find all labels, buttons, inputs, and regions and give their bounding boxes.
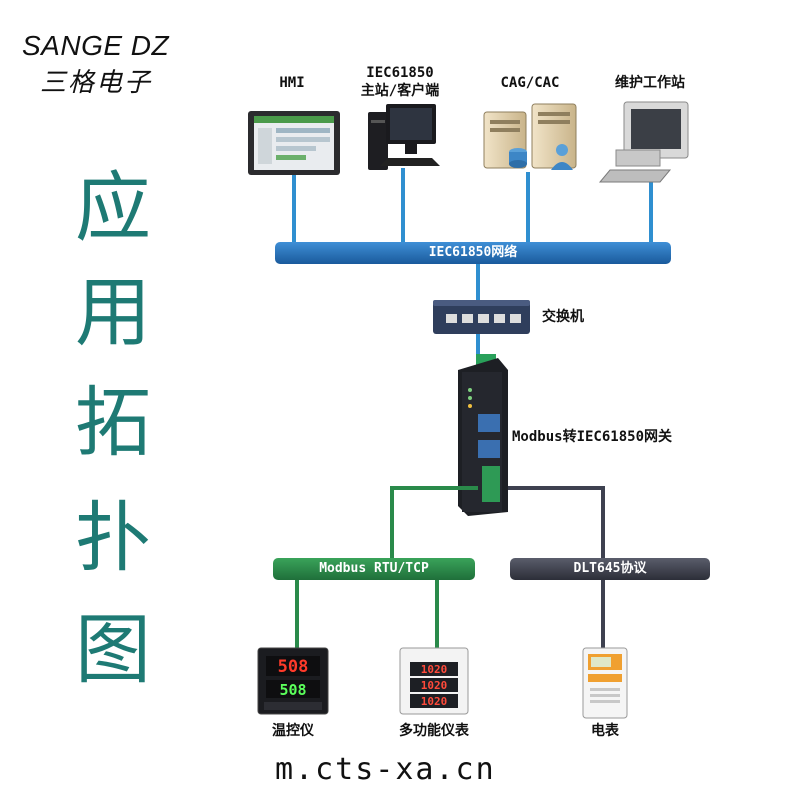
iec-links xyxy=(292,168,653,360)
workstation-device xyxy=(598,101,689,183)
temp-controller-device xyxy=(257,647,329,715)
workstation-label: 维护工作站 xyxy=(615,75,685,91)
dlt-bus-label: DLT645协议 xyxy=(573,561,647,576)
switch-label: 交换机 xyxy=(542,309,584,325)
site-url: m.cts-xa.cn xyxy=(275,752,496,787)
title-char-5: 图 xyxy=(75,605,151,694)
electric-meter-device xyxy=(582,647,628,719)
gateway-device xyxy=(458,354,508,516)
multi-meter-device xyxy=(399,647,469,715)
temp-display-bottom: 508 xyxy=(279,681,306,699)
title-char-3: 拓 xyxy=(75,378,151,467)
title-char-2: 用 xyxy=(75,268,151,357)
modbus-link xyxy=(295,486,478,648)
temp-display-top: 508 xyxy=(278,657,309,677)
hmi-label: HMI xyxy=(279,75,305,91)
dlt-link xyxy=(508,486,605,648)
server-device xyxy=(483,103,577,170)
switch-device xyxy=(433,300,530,334)
meter-display-3: 1020 xyxy=(421,695,448,708)
gateway-label: Modbus转IEC61850网关 xyxy=(512,429,673,445)
title-char-4: 扑 xyxy=(75,493,151,582)
title-char-1: 应 xyxy=(75,163,151,252)
brand-name-en: SANGE DZ xyxy=(22,30,170,61)
iec-client-label-line1: IEC61850 xyxy=(366,65,434,81)
modbus-bus-bar xyxy=(273,558,475,580)
pc-device xyxy=(368,104,440,170)
brand-name-cn: 三格电子 xyxy=(40,68,153,98)
iec-bus-label: IEC61850网络 xyxy=(428,245,518,260)
iec-client-label-line2: 主站/客户端 xyxy=(360,83,440,99)
multi-meter-label: 多功能仪表 xyxy=(399,723,469,739)
cag-label: CAG/CAC xyxy=(500,75,560,91)
iec-bus-bar xyxy=(275,242,671,264)
hmi-device xyxy=(248,111,340,175)
electric-meter-label: 电表 xyxy=(591,723,619,739)
meter-display-1: 1020 xyxy=(421,663,448,676)
dlt-bus-bar xyxy=(510,558,710,580)
modbus-bus-label: Modbus RTU/TCP xyxy=(319,561,429,576)
temp-controller-label: 温控仪 xyxy=(272,723,314,739)
meter-display-2: 1020 xyxy=(421,679,448,692)
